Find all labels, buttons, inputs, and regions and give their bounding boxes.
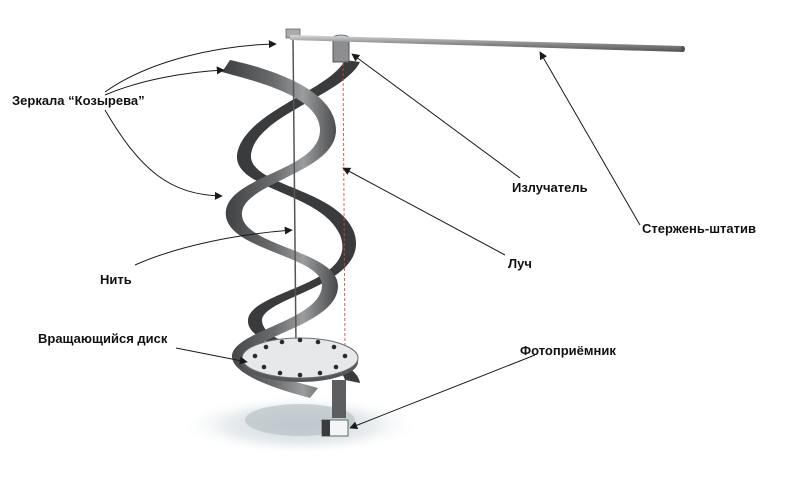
label-rod: Стержень-штатив <box>642 221 756 236</box>
label-emitter: Излучатель <box>512 180 588 195</box>
helix-mirror-front <box>222 60 338 398</box>
stand-rod <box>290 35 683 52</box>
mirrors-arrow-1 <box>104 40 277 93</box>
beam-arrow <box>342 167 506 256</box>
emitter-arrow <box>351 53 521 179</box>
rotating-disk <box>241 337 359 382</box>
beam-line <box>342 57 346 351</box>
label-thread: Нить <box>100 272 132 287</box>
stand-rod-end <box>681 46 685 52</box>
helix-mirror-back <box>236 60 360 383</box>
disk-arrow <box>175 347 248 365</box>
thread-line <box>292 35 297 349</box>
label-photodetector: Фотоприёмник <box>520 343 616 358</box>
thread-arrow <box>134 226 293 266</box>
label-disk: Вращающийся диск <box>38 331 168 346</box>
disk-post <box>332 380 346 418</box>
photodetector-arrow <box>349 354 536 430</box>
photodetector-device <box>321 419 349 437</box>
rod-arrow <box>539 51 641 226</box>
mirrors-arrow-3 <box>104 109 223 200</box>
label-beam: Луч <box>508 256 532 271</box>
mirrors-arrow-2 <box>104 66 225 96</box>
label-mirrors: Зеркала “Козырева” <box>12 93 145 108</box>
